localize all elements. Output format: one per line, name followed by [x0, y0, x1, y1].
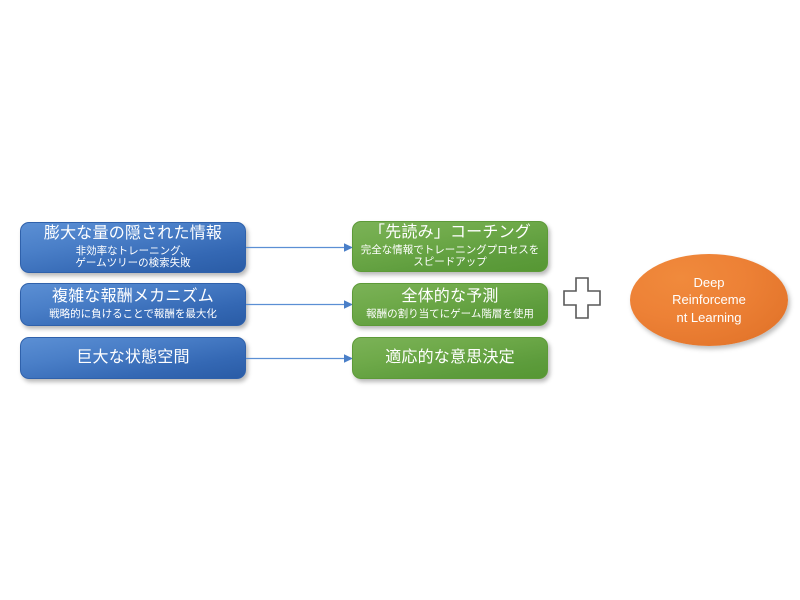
- result-line-3: nt Learning: [676, 309, 742, 325]
- result-line-1: Deep: [693, 275, 725, 291]
- connector-arrow-1: [246, 243, 353, 252]
- challenge-title: 複雑な報酬メカニズム: [51, 288, 214, 306]
- result-line-2: Reinforceme: [672, 292, 746, 308]
- challenge-subtitle-line-1: 戦略的に負けることで報酬を最大化: [49, 308, 217, 321]
- solution-subtitle-line-1: 完全な情報でトレーニングプロセスを: [360, 243, 540, 256]
- result-ellipse-deep-reinforcement-learning[interactable]: Deep Reinforceme nt Learning: [630, 254, 788, 346]
- solution-box-holistic-prediction[interactable]: 全体的な予測 報酬の割り当てにゲーム階層を使用: [352, 283, 548, 326]
- solution-box-adaptive-decision[interactable]: 適応的な意思決定: [352, 337, 548, 379]
- challenge-subtitle-line-2: ゲームツリーの検索失敗: [75, 257, 191, 270]
- plus-icon: [563, 277, 601, 319]
- challenge-title: 膨大な量の隠された情報: [43, 224, 223, 242]
- connector-arrow-3: [246, 354, 353, 363]
- solution-title: 適応的な意思決定: [385, 348, 515, 366]
- challenge-box-reward-mechanism[interactable]: 複雑な報酬メカニズム 戦略的に負けることで報酬を最大化: [20, 283, 246, 326]
- challenge-box-state-space[interactable]: 巨大な状態空間: [20, 337, 246, 379]
- solution-subtitle-line-2: スピードアップ: [413, 256, 487, 269]
- solution-subtitle-line-1: 報酬の割り当てにゲーム階層を使用: [366, 308, 534, 321]
- result-label: Deep Reinforceme nt Learning: [663, 274, 755, 325]
- challenge-subtitle-line-1: 非効率なトレーニング、: [75, 244, 191, 257]
- solution-title: 全体的な予測: [401, 288, 499, 306]
- solution-title: 「先読み」コーチング: [368, 223, 531, 241]
- solution-box-lookahead-coaching[interactable]: 「先読み」コーチング 完全な情報でトレーニングプロセスを スピードアップ: [352, 221, 548, 272]
- connector-arrow-2: [246, 300, 353, 309]
- challenge-box-hidden-info[interactable]: 膨大な量の隠された情報 非効率なトレーニング、 ゲームツリーの検索失敗: [20, 222, 246, 273]
- challenge-title: 巨大な状態空間: [76, 348, 190, 366]
